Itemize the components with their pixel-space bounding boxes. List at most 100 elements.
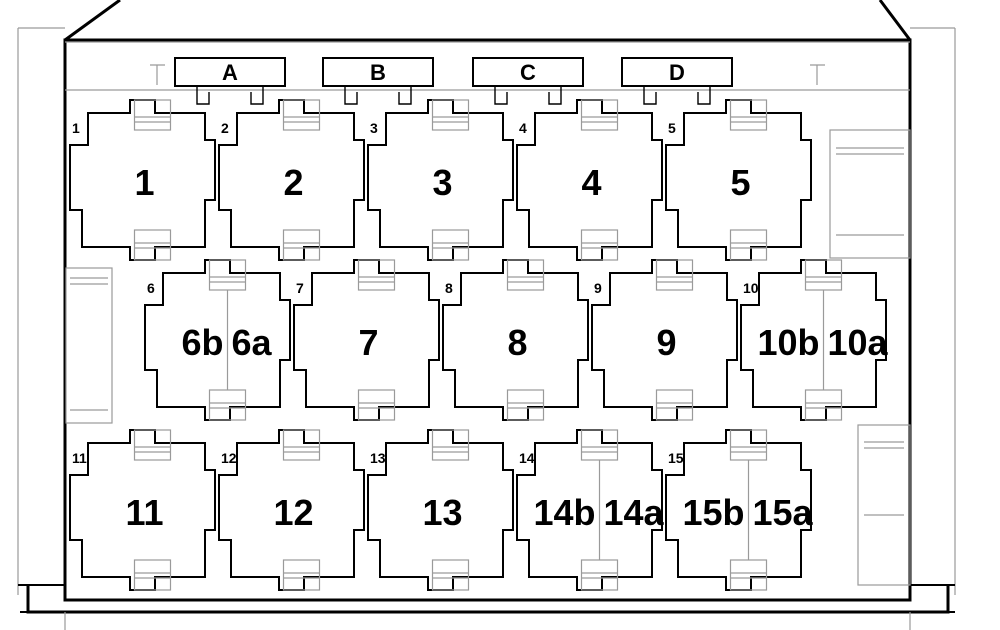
relay-slot-11: 11 11 <box>69 429 216 591</box>
top-mount-screws <box>150 64 825 85</box>
latch-bottom-lines <box>134 572 171 579</box>
slot-label: 5 <box>730 162 750 203</box>
relay-slot-5: 55 <box>665 99 812 261</box>
connector-a: A <box>174 57 286 105</box>
latch-bottom <box>580 229 619 261</box>
slot-outline <box>218 429 365 591</box>
slot-label-a: 15a <box>753 492 814 533</box>
slot-number-tag: 9 <box>594 280 602 296</box>
latch-bottom-lines <box>581 572 618 579</box>
slot-label: 11 <box>125 492 163 533</box>
connector-label: A <box>222 60 238 85</box>
latch-top <box>655 259 694 291</box>
slot-label-a: 6a <box>232 322 273 363</box>
connector-pins <box>344 86 412 105</box>
latch-bottom-lines <box>283 572 320 579</box>
latch-top <box>357 259 396 291</box>
latch-top <box>133 99 172 131</box>
latch-bottom <box>431 559 470 591</box>
slot-label: 1 <box>134 162 154 203</box>
latch-top <box>506 259 545 291</box>
connector-pins <box>494 86 562 105</box>
slot-outline <box>218 99 365 261</box>
slot-number-tag: 11 <box>72 450 87 466</box>
latch-top-lines <box>134 116 171 123</box>
relay-slot-1: 11 <box>69 99 216 261</box>
relay-slot-9: 99 <box>591 259 738 421</box>
latch-bottom <box>208 389 247 421</box>
housing-outline <box>17 0 956 630</box>
slot-label: 9 <box>656 322 676 363</box>
slot-outline <box>69 429 216 591</box>
latch-bottom-lines <box>805 402 842 409</box>
connector-frame <box>174 57 286 87</box>
connector-frame <box>472 57 584 87</box>
latch-top-lines <box>432 116 469 123</box>
latch-bottom-lines <box>507 402 544 409</box>
slot-label-a: 14a <box>604 492 665 533</box>
latch-top <box>133 429 172 461</box>
side-panels <box>65 129 911 586</box>
slot-outline <box>665 429 812 591</box>
slot-number-tag: 5 <box>668 120 676 136</box>
connector-c: C <box>472 57 584 105</box>
latch-bottom-lines <box>656 402 693 409</box>
connector-label: B <box>370 60 386 85</box>
latch-top-lines <box>283 116 320 123</box>
latch-bottom-lines <box>283 242 320 249</box>
connector-label: D <box>669 60 685 85</box>
relay-slot-4: 44 <box>516 99 663 261</box>
connector-frame <box>621 57 733 87</box>
latch-bottom <box>506 389 545 421</box>
connector-pins <box>643 86 711 105</box>
slot-outline <box>293 259 440 421</box>
latch-top-lines <box>432 446 469 453</box>
latch-bottom-lines <box>581 242 618 249</box>
slot-number-tag: 2 <box>221 120 229 136</box>
connector-d: D <box>621 57 733 105</box>
slot-number-tag: 8 <box>445 280 453 296</box>
slot-number-tag: 7 <box>296 280 304 296</box>
slot-outline <box>665 99 812 261</box>
slot-outline <box>442 259 589 421</box>
latch-top <box>729 429 768 461</box>
latch-top-lines <box>581 446 618 453</box>
slot-label: 3 <box>432 162 452 203</box>
slot-label-b: 10b <box>757 322 819 363</box>
slot-label-b: 15b <box>682 492 744 533</box>
slot-number-tag: 1 <box>72 120 80 136</box>
latch-bottom <box>804 389 843 421</box>
latch-bottom <box>580 559 619 591</box>
latch-bottom <box>282 229 321 261</box>
latch-top-lines <box>507 276 544 283</box>
slot-number-tag: 10 <box>743 280 759 296</box>
latch-top-lines <box>730 116 767 123</box>
latch-top <box>580 99 619 131</box>
latch-bottom <box>431 229 470 261</box>
latch-top <box>729 99 768 131</box>
latch-bottom-lines <box>730 572 767 579</box>
connector-b: B <box>322 57 434 105</box>
slot-label: 2 <box>283 162 303 203</box>
slot-label-a: 10a <box>828 322 889 363</box>
latch-bottom-lines <box>134 242 171 249</box>
slot-number-tag: 3 <box>370 120 378 136</box>
latch-top <box>208 259 247 291</box>
slot-label: 4 <box>581 162 601 203</box>
connectors: A B C D <box>174 57 733 105</box>
latch-top-lines <box>209 276 246 283</box>
slot-label: 12 <box>273 492 313 533</box>
latch-bottom-lines <box>432 572 469 579</box>
latch-top-lines <box>805 276 842 283</box>
relay-slot-2: 22 <box>218 99 365 261</box>
latch-bottom <box>729 559 768 591</box>
